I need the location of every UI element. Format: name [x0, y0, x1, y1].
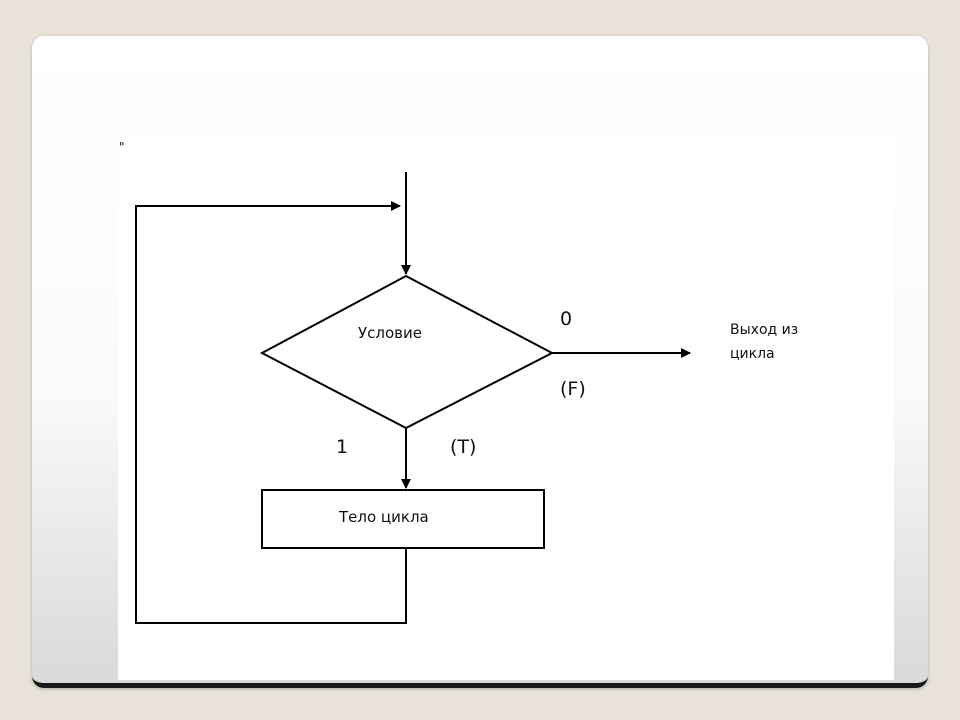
true-branch-label: (T) [450, 436, 477, 458]
false-value-label: 0 [560, 308, 573, 330]
loop-exit-label-line2: цикла [730, 346, 775, 362]
loop-body-box [261, 489, 545, 549]
slide: " Условие Тело цикла 0 (F) 1 (T) Выход и… [32, 36, 928, 688]
flowchart-diagram: " Условие Тело цикла 0 (F) 1 (T) Выход и… [118, 140, 894, 680]
corner-mark: " [119, 140, 125, 154]
loop-exit-label: Выход из цикла [730, 318, 798, 366]
loop-body-label: Тело цикла [339, 508, 429, 526]
condition-label: Условие [358, 324, 422, 342]
flowchart-canvas [135, 172, 691, 624]
loop-exit-label-line1: Выход из [730, 322, 799, 338]
condition-diamond [259, 274, 555, 430]
true-value-label: 1 [336, 436, 349, 458]
loop-back-line [135, 201, 407, 624]
false-branch-label: (F) [560, 378, 586, 400]
